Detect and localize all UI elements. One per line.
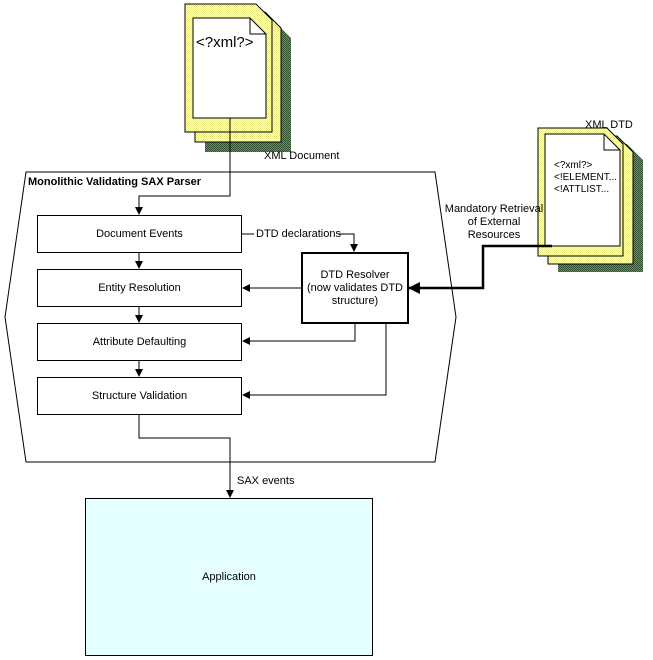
document-events-stage: Document Events — [37, 215, 242, 253]
application-label: Application — [202, 571, 256, 583]
connectors — [135, 118, 387, 498]
xml-document-icon — [184, 3, 291, 152]
dtd-line-2: <!ELEMENT... — [554, 172, 618, 183]
dtd-declarations-label: DTD declarations — [256, 228, 341, 240]
sax-events-label: SAX events — [237, 475, 295, 487]
entity-resolution-stage: Entity Resolution — [37, 269, 242, 307]
xml-dtd-caption: XML DTD — [585, 119, 633, 131]
retrieval-label-2: of External — [467, 216, 521, 228]
xml-document-caption: XML Document — [264, 150, 340, 162]
xml-document-content: <?xml?> — [196, 34, 254, 51]
attribute-defaulting-stage: Attribute Defaulting — [37, 323, 242, 361]
retrieval-arrow — [409, 244, 552, 290]
parser-title: Monolithic Validating SAX Parser — [28, 176, 201, 188]
dtd-line-1: <?xml?> — [554, 160, 593, 171]
application-box: Application — [85, 498, 373, 656]
entity-resolution-label: Entity Resolution — [98, 282, 181, 294]
attribute-defaulting-label: Attribute Defaulting — [92, 336, 187, 348]
retrieval-label-3: Resources — [467, 229, 521, 241]
retrieval-label-1: Mandatory Retrieval — [444, 203, 544, 215]
structure-validation-stage: Structure Validation — [37, 377, 242, 415]
structure-validation-label: Structure Validation — [91, 390, 188, 402]
dtd-line-3: <!ATTLIST... — [554, 184, 610, 195]
dtd-resolver-line-3: structure) — [331, 294, 379, 307]
document-events-label: Document Events — [96, 228, 183, 240]
parser-boundary — [4, 171, 457, 463]
dtd-resolver-line-1: DTD Resolver — [320, 268, 390, 281]
dtd-resolver: DTD Resolver (now validates DTD structur… — [301, 252, 409, 324]
xml-dtd-icon — [537, 127, 643, 272]
dtd-resolver-line-2: (now validates DTD — [307, 281, 403, 294]
